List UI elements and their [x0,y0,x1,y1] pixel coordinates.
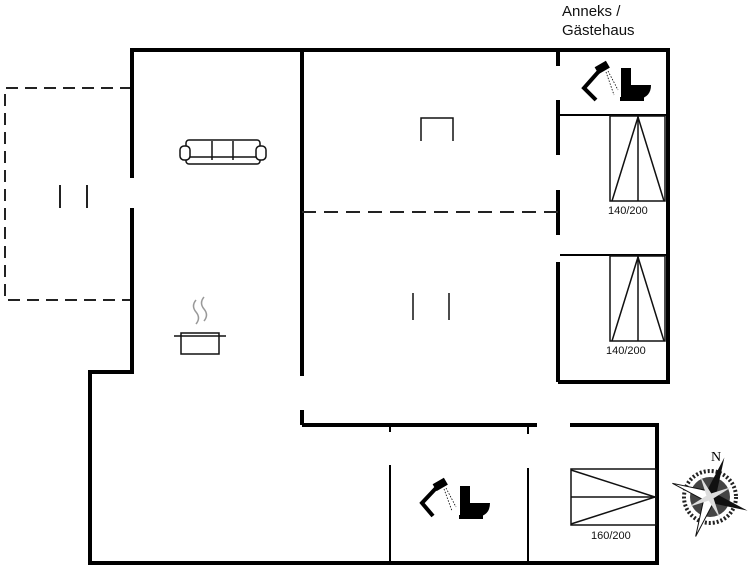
bed-icon [570,468,658,526]
annex-label-line1: Anneks / [562,3,621,20]
compass-north-label: N [711,450,722,465]
bed-icon [609,254,666,342]
walls [88,48,670,565]
compass-rose-icon [672,457,748,537]
kitchen-pot-icon [174,296,226,355]
shower-icon [581,60,619,102]
sofa-icon [179,139,267,165]
interior-partitions [389,114,668,563]
bed-size-label: 160/200 [591,530,631,542]
annex-label-line2: Gästehaus [562,22,635,39]
shower-icon [419,477,457,518]
table-icon [420,117,454,141]
bed-size-label: 140/200 [606,345,646,357]
table-icon [412,293,450,320]
terrace-outline [4,87,132,301]
annex-label: Anneks / Gästehaus [562,2,635,40]
bed-icon [609,114,666,202]
toilet-icon [459,486,490,519]
bed-size-label: 140/200 [608,205,648,217]
terrace-markers [59,185,88,208]
toilet-icon [620,68,651,101]
